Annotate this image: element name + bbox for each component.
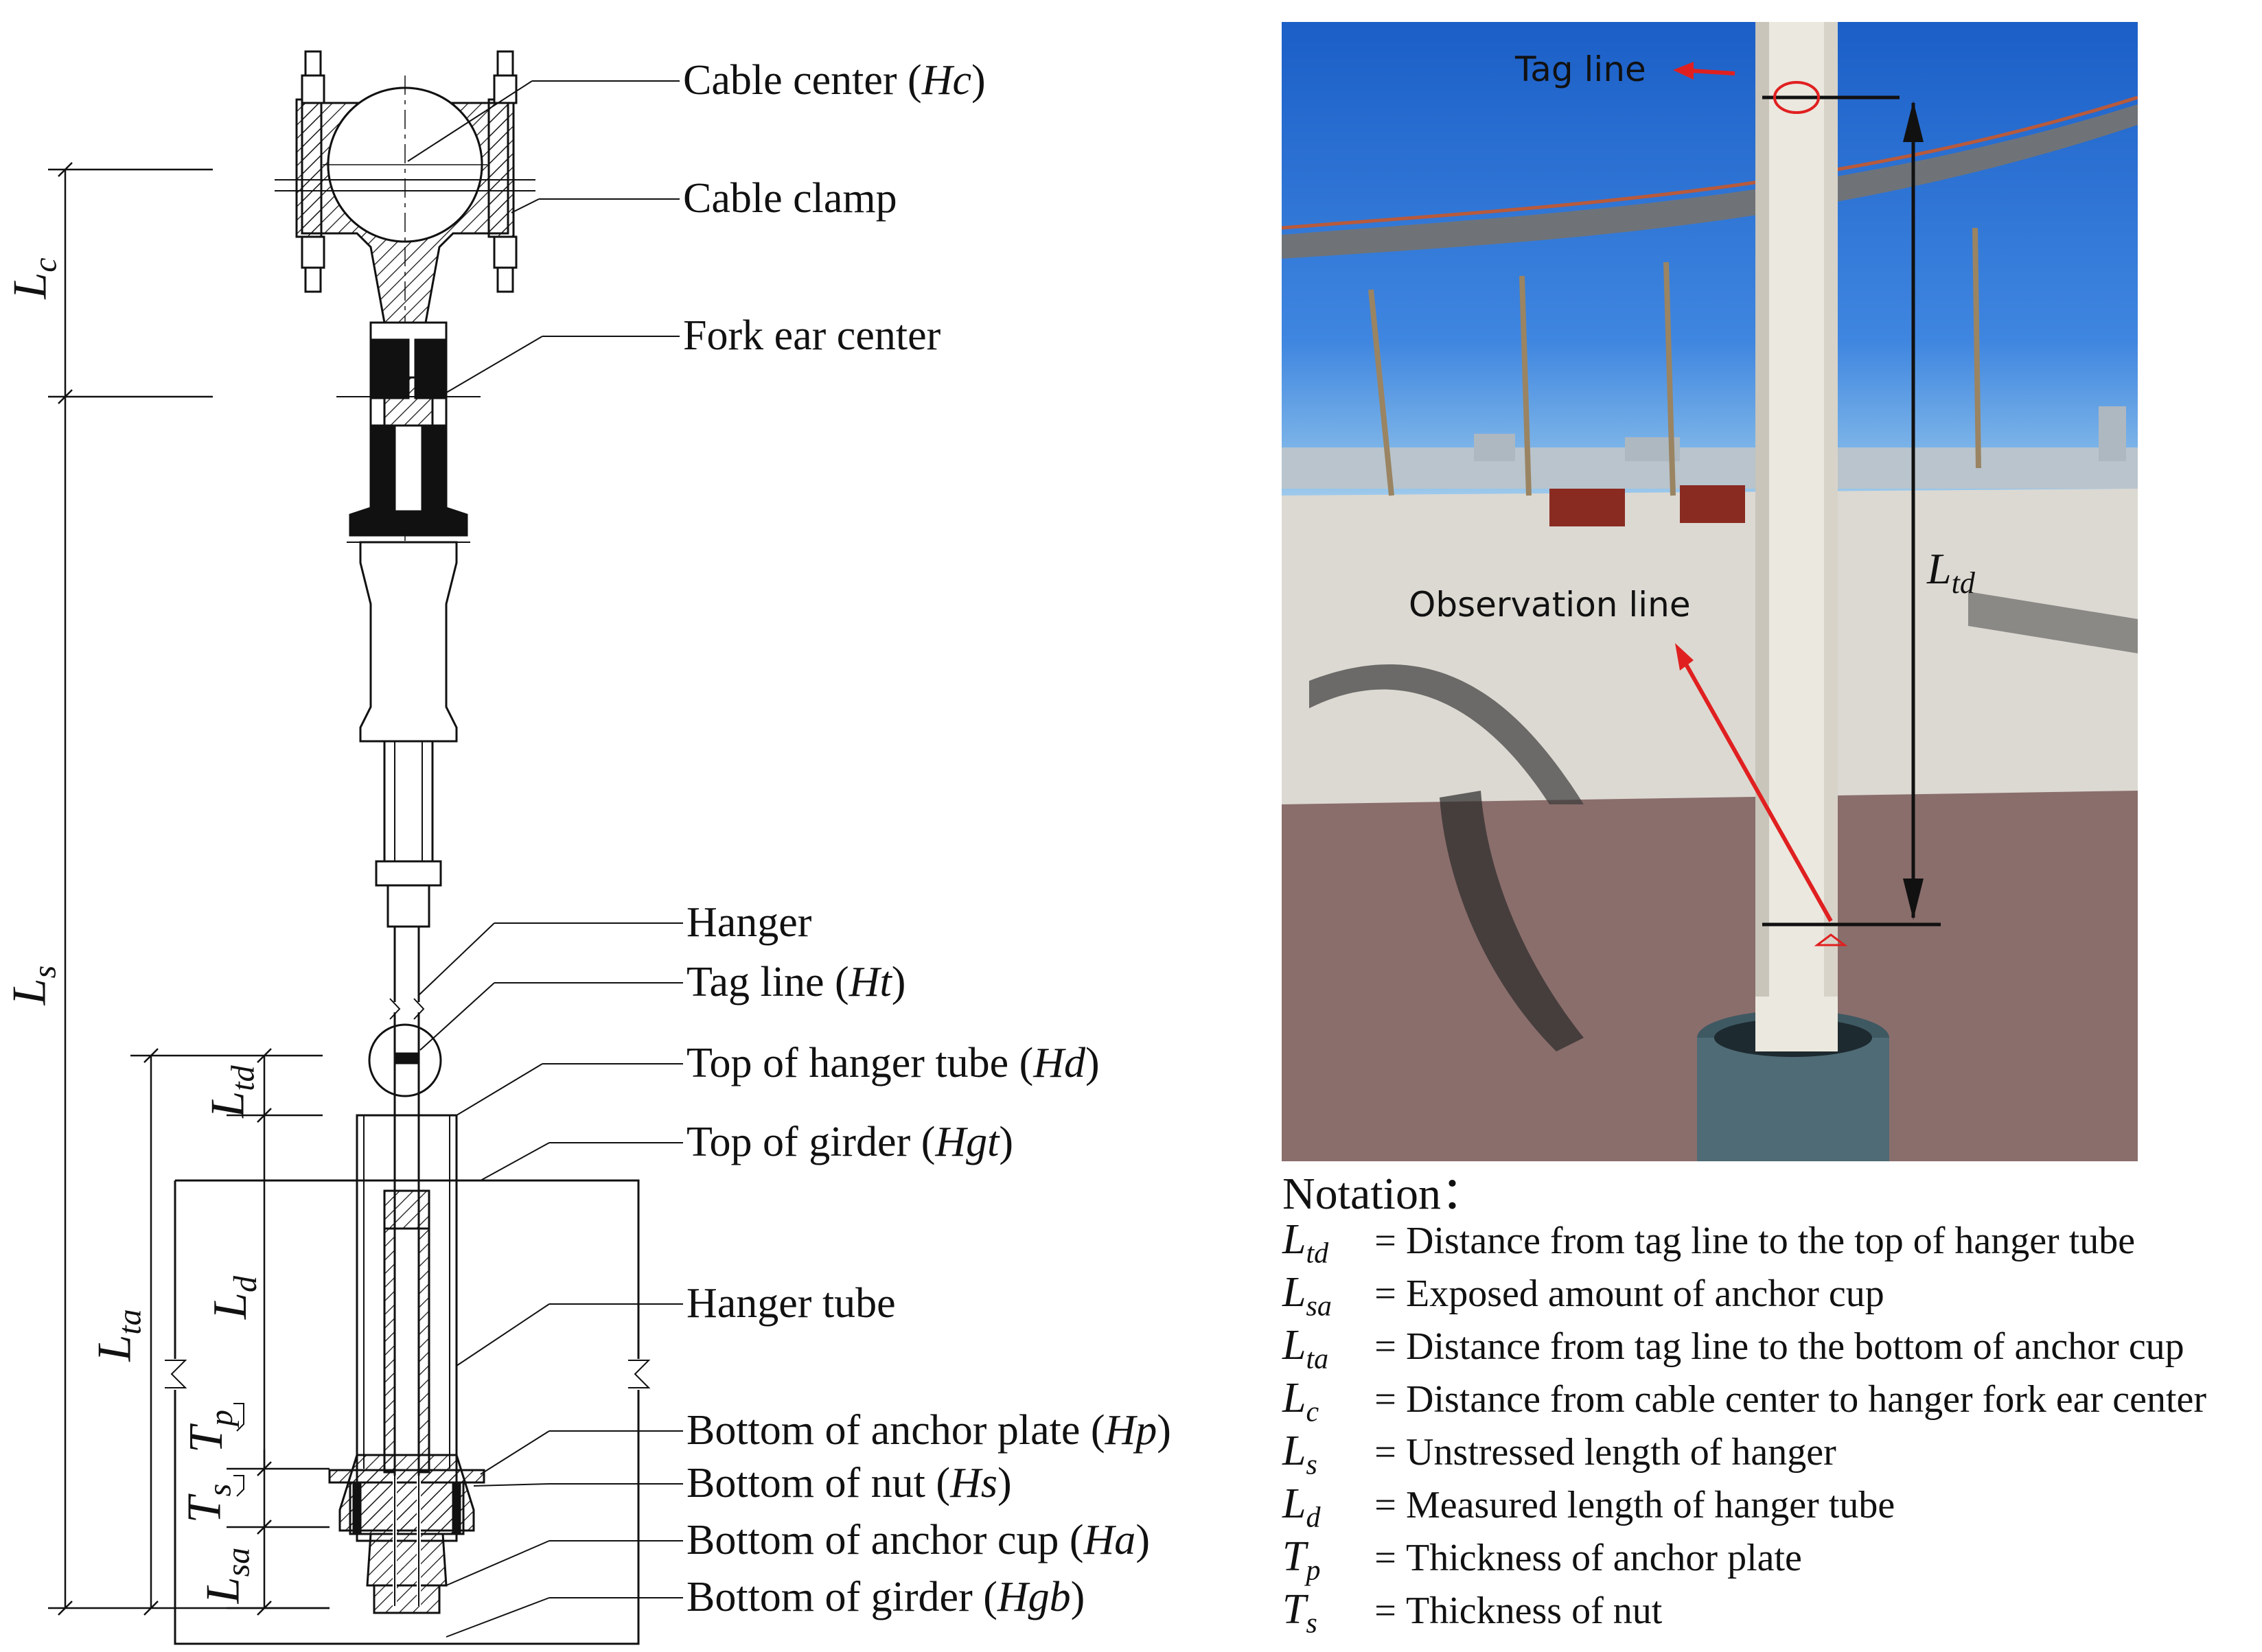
callout-cable-center: Cable center (Hc) [683,57,986,104]
notation-entry-ts: Ts=Thickness of nut [1282,1586,1663,1640]
callout-cable-clamp: Cable clamp [683,175,897,222]
site-photo: Tag line Observation line Ltd [1282,22,2138,1161]
photo-label-tag-line: Tag line [1515,49,1646,89]
notation-entry-ld: Ld=Measured length of hanger tube [1282,1480,1895,1534]
callout-bottom-of-nut: Bottom of nut (Hs) [686,1460,1012,1506]
dim-label-lc: Lc [3,257,64,299]
callout-fork-ear-center: Fork ear center [683,312,941,359]
dim-label-ts: Ts [178,1483,238,1524]
dimension-lines [48,162,330,1616]
notation-entry-ls: Ls=Unstressed length of hanger [1282,1428,1836,1481]
callout-hanger: Hanger [686,899,812,946]
fork-ear [336,321,481,543]
dim-label-ls: Ls [3,965,63,1005]
notation-title: Notation： [1282,1169,1486,1219]
photo-label-ltd: Ltd [1927,544,1975,600]
dim-label-ltd: Ltd [201,1065,262,1118]
notation-entry-lc: Lc=Distance from cable center to hanger … [1282,1375,2207,1428]
anchor-assembly [328,1189,485,1614]
dim-label-lta: Lta [88,1309,148,1362]
callout-bottom-of-girder: Bottom of girder (Hgb) [686,1574,1085,1620]
dim-label-tp: Tp [179,1410,240,1453]
dim-label-ld: Ld [203,1276,264,1319]
callout-top-of-hanger-tube: Top of hanger tube (Hd) [686,1040,1100,1086]
callout-bottom-of-anchor-cup: Bottom of anchor cup (Ha) [686,1517,1150,1563]
notation-entry-ltd: Ltd=Distance from tag line to the top of… [1282,1216,2136,1270]
callout-tag-line: Tag line (Ht) [686,959,906,1005]
callout-bottom-of-anchor-plate: Bottom of anchor plate (Hp) [686,1407,1171,1454]
callout-hanger-tube: Hanger tube [686,1280,896,1327]
notation-entry-lta: Lta=Distance from tag line to the bottom… [1282,1322,2184,1375]
notation-entry-lsa: Lsa=Exposed amount of anchor cup [1282,1269,1884,1323]
dim-label-lsa: Lsa [196,1547,257,1604]
girder-outline [165,1179,651,1645]
photo-label-observation-line: Observation line [1409,585,1691,625]
hanger-socket [359,541,458,928]
leader-lines [407,80,683,1638]
callout-top-of-girder: Top of girder (Hgt) [686,1119,1014,1165]
cable-clamp [275,50,535,693]
notation-entry-tp: Tp=Thickness of anchor plate [1282,1533,1802,1587]
site-photo-scene [1282,22,2138,1161]
